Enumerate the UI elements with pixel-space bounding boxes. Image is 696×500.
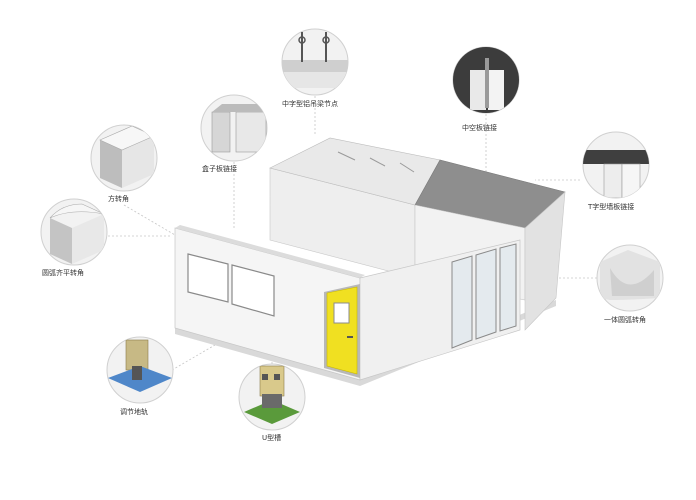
ceiling-beams	[337, 151, 415, 173]
window-right	[231, 264, 275, 317]
callout-integral-arc-corner	[596, 244, 664, 312]
callout-mid-joint	[452, 46, 520, 114]
label-cross-ceiling: 中字型铝吊梁节点	[282, 100, 338, 108]
glass-partition	[451, 243, 517, 349]
label-mid-joint: 中空板链接	[462, 124, 497, 132]
callout-adjust-rail	[106, 336, 174, 404]
callout-t-joint	[582, 131, 650, 199]
callout-u-slot	[238, 363, 306, 431]
front-left-wall-top	[175, 225, 365, 278]
label-t-joint: T字型墙板链接	[588, 203, 635, 211]
yellow-door	[324, 284, 360, 378]
right-side-wall	[524, 191, 566, 331]
label-arc-flush-corner: 圆弧齐平转角	[42, 269, 84, 277]
callout-arc-flush-corner	[40, 198, 108, 266]
window-left	[187, 253, 229, 303]
label-integral-arc-corner: 一体圆弧转角	[604, 316, 646, 324]
label-box-joint: 盒子板链接	[202, 165, 237, 173]
label-adjust-rail: 调节地轨	[120, 408, 148, 416]
callout-square-corner	[90, 124, 158, 192]
callout-cross-ceiling	[281, 28, 349, 96]
cleanroom-building	[174, 137, 566, 386]
label-u-slot: U型槽	[262, 434, 282, 442]
callout-box-joint	[200, 94, 268, 162]
label-square-corner: 方转角	[108, 195, 129, 203]
